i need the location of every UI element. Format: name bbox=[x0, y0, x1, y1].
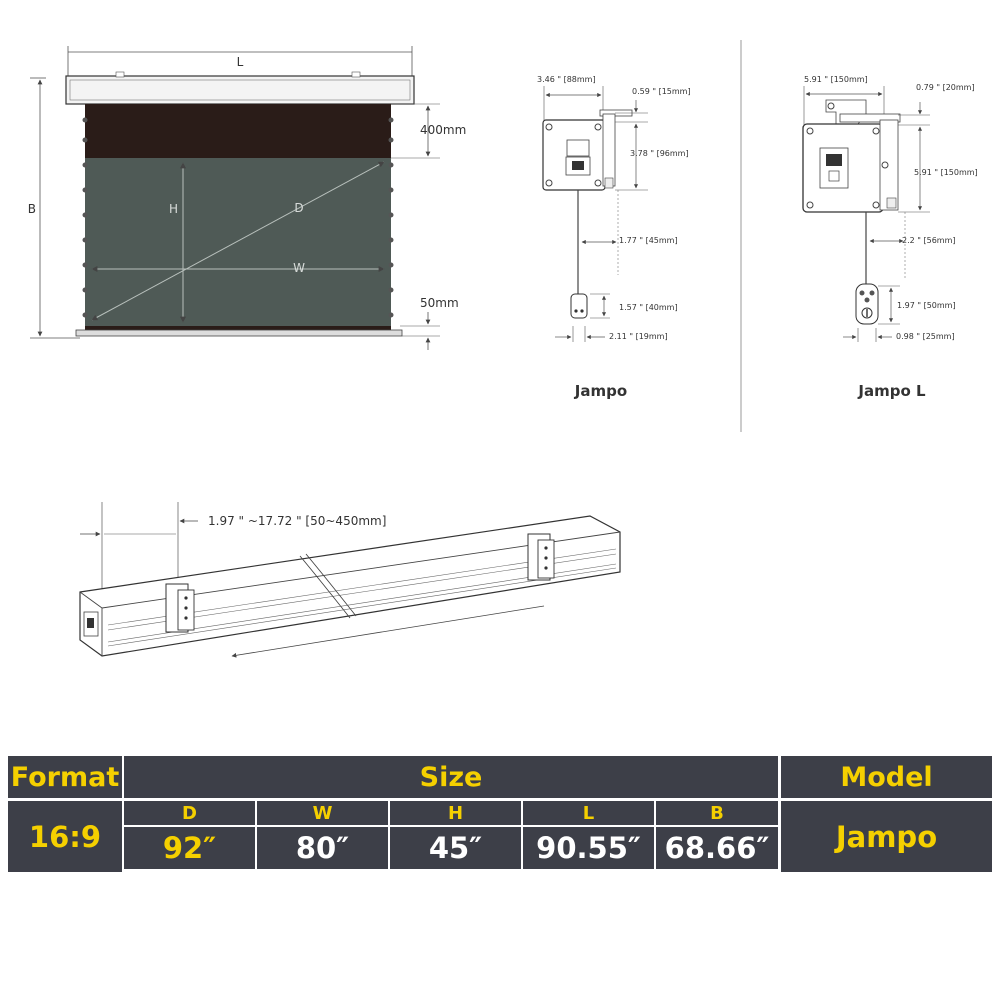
jampo-l-dim-width: 5.91 " [150mm] bbox=[804, 75, 868, 84]
housing-iso-diagram: 1.97 " ~17.72 " [50~450mm] bbox=[79, 502, 621, 658]
value-l: 90.55″ bbox=[523, 827, 654, 869]
jampo-l-diagram: 5.91 " [150mm] 0.79 " [20mm] 5.91 " [150… bbox=[802, 75, 978, 400]
value-d: 92″ bbox=[124, 827, 255, 869]
col-d: D bbox=[124, 801, 255, 825]
jampo-dim-cord: 1.77 " [45mm] bbox=[619, 236, 678, 245]
label-bottom: 50mm bbox=[420, 296, 459, 310]
jampo-l-caption: Jampo L bbox=[857, 382, 926, 400]
label-d: D bbox=[294, 201, 303, 215]
jampo-dim-height: 3.78 " [96mm] bbox=[630, 149, 689, 158]
label-drop: 400mm bbox=[420, 123, 466, 137]
header-model: Model bbox=[781, 756, 992, 798]
label-w: W bbox=[293, 261, 305, 275]
jampo-dim-switch-w: 2.11 " [19mm] bbox=[609, 332, 668, 341]
screen-diagram: L H D W B bbox=[28, 46, 466, 350]
jampo-switch bbox=[570, 293, 588, 319]
col-h: H bbox=[390, 801, 521, 825]
jampo-l-dim-switch-w: 0.98 " [25mm] bbox=[896, 332, 955, 341]
value-h: 45″ bbox=[390, 827, 521, 869]
spec-table: Format Size Model 16:9 D W H L B 92″ 80″… bbox=[8, 756, 992, 872]
col-l: L bbox=[523, 801, 654, 825]
col-b: B bbox=[656, 801, 778, 825]
label-h: H bbox=[169, 202, 178, 216]
black-drop bbox=[85, 104, 391, 158]
value-w: 80″ bbox=[257, 827, 388, 869]
jampo-l-dim-cord: 2.2 " [56mm] bbox=[902, 236, 956, 245]
jampo-dim-top: 0.59 " [15mm] bbox=[632, 87, 691, 96]
label-l: L bbox=[237, 55, 244, 69]
header-format: Format bbox=[8, 756, 122, 798]
jampo-l-dim-top: 0.79 " [20mm] bbox=[916, 83, 975, 92]
value-b: 68.66″ bbox=[656, 827, 778, 869]
bracket-range-label: 1.97 " ~17.72 " [50~450mm] bbox=[208, 514, 386, 528]
model-value: Jampo bbox=[781, 801, 992, 872]
label-b: B bbox=[28, 202, 36, 216]
format-value: 16:9 bbox=[8, 801, 122, 872]
screen-housing bbox=[65, 75, 415, 105]
jampo-l-dim-height: 5.91 " [150mm] bbox=[914, 168, 978, 177]
bottom-bar bbox=[75, 329, 403, 337]
jampo-dim-width: 3.46 " [88mm] bbox=[537, 75, 596, 84]
jampo-dim-switch-h: 1.57 " [40mm] bbox=[619, 303, 678, 312]
jampo-caption: Jampo bbox=[574, 382, 627, 400]
col-w: W bbox=[257, 801, 388, 825]
jampo-diagram: 3.46 " [88mm] 0.59 " [15mm] 3.78 " [96mm… bbox=[537, 75, 691, 400]
diagram-canvas: L H D W B bbox=[28, 40, 978, 658]
header-size: Size bbox=[124, 756, 778, 798]
jampo-l-dim-switch-h: 1.97 " [50mm] bbox=[897, 301, 956, 310]
housing-body bbox=[79, 515, 621, 657]
